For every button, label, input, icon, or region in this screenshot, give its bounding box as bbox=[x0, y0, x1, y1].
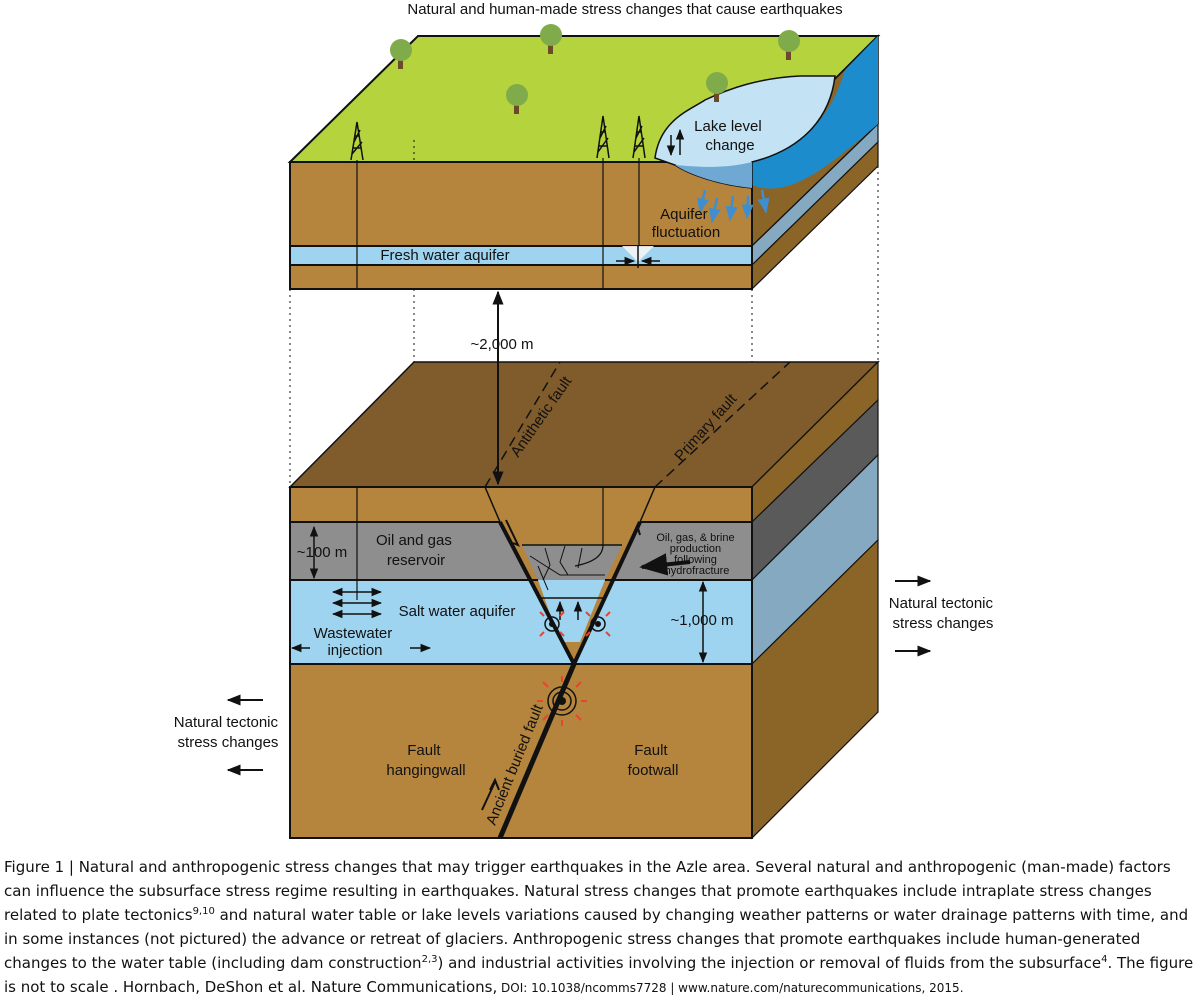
infiltration-arrows bbox=[697, 189, 770, 224]
primary-fault-line bbox=[639, 486, 656, 523]
derrick-icon bbox=[632, 115, 646, 159]
caption-ref: 9,10 bbox=[192, 906, 215, 917]
subsurface-block bbox=[288, 360, 880, 840]
depth-100-label: ~100 m bbox=[297, 544, 347, 561]
earthquake-stress-diagram: Natural and human-made stress changes th… bbox=[174, 1, 997, 840]
lake-level-label: Lake level change bbox=[694, 118, 766, 154]
caption-text: Several natural and anthropogenic (man-m… bbox=[4, 858, 1171, 924]
wastewater-injection-label: Wastewater injection bbox=[314, 625, 397, 659]
production-label: Oil, gas, & brine production following h… bbox=[656, 532, 737, 577]
derricks bbox=[350, 115, 646, 161]
caption-doi: DOI: 10.1038/ncomms7728 | www.nature.com… bbox=[497, 981, 964, 995]
salt-water-aquifer bbox=[290, 580, 752, 664]
caption-lead: Figure 1 | Natural and anthropogenic str… bbox=[4, 858, 751, 876]
diagram-title: Natural and human-made stress changes th… bbox=[407, 1, 842, 18]
tree bbox=[506, 84, 528, 114]
earthquake-icon bbox=[539, 611, 565, 637]
hangingwall-label: Fault hangingwall bbox=[386, 742, 465, 779]
footwall-label: Fault footwall bbox=[628, 742, 679, 779]
tectonic-left-label: Natural tectonic stress changes bbox=[174, 714, 282, 751]
caption-ref: 4 bbox=[1101, 954, 1108, 965]
projection-lines bbox=[289, 140, 879, 487]
tree bbox=[540, 24, 562, 54]
earthquake-icon bbox=[585, 611, 611, 637]
earthquake-icon bbox=[537, 676, 587, 726]
caption-text: . The figure is not to scale . bbox=[4, 954, 1194, 996]
derrick-icon bbox=[350, 121, 364, 161]
caption-credit: Hornbach, DeShon et al. Nature Communica… bbox=[118, 978, 498, 996]
depth-1000-label: ~1,000 m bbox=[671, 612, 734, 629]
antithetic-fault-line bbox=[484, 486, 501, 523]
caption-text: and natural water table or lake levels v… bbox=[4, 906, 1189, 972]
salt-water-aquifer-label: Salt water aquifer bbox=[399, 603, 516, 620]
tree bbox=[706, 72, 728, 102]
figure-caption: Figure 1 | Natural and anthropogenic str… bbox=[4, 855, 1196, 1000]
trees bbox=[390, 24, 800, 114]
injection-arrows bbox=[290, 587, 432, 653]
aquifer-fluctuation-label: Aquifer fluctuation bbox=[652, 206, 720, 241]
tree bbox=[390, 39, 412, 69]
tectonic-right-label: Natural tectonic stress changes bbox=[889, 595, 997, 632]
reservoir-label: Oil and gas reservoir bbox=[376, 532, 456, 569]
fresh-water-aquifer-label: Fresh water aquifer bbox=[380, 247, 509, 264]
derrick-icon bbox=[596, 115, 610, 159]
surface-block bbox=[287, 34, 881, 291]
wells bbox=[356, 158, 640, 600]
earthquake-icons bbox=[537, 611, 611, 726]
tree bbox=[778, 30, 800, 60]
depth-2000-label: ~2,000 m bbox=[471, 336, 534, 353]
caption-ref: 2,3 bbox=[421, 954, 438, 965]
fresh-water-aquifer bbox=[290, 246, 752, 265]
faults bbox=[481, 361, 791, 839]
caption-text: ) and industrial activities involving th… bbox=[437, 954, 1102, 972]
